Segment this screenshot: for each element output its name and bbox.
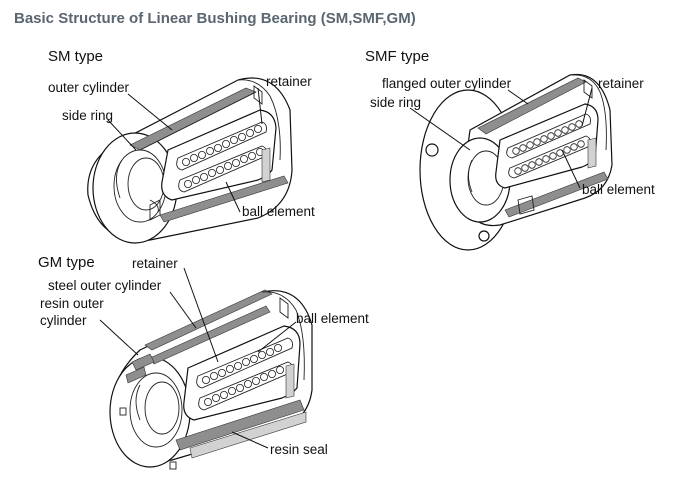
leader-gm-resin-outer-cylinder [99, 319, 139, 356]
leader-gm-steel-outer-cylinder [169, 291, 197, 329]
gm-label-resin-seal: resin seal [270, 442, 328, 457]
sm-type-label: SM type [48, 48, 104, 65]
leader-lines [99, 87, 593, 449]
sm-bearing-drawing [87, 77, 293, 244]
leader-sm-outer-cylinder [127, 93, 173, 131]
smf-label-ball-element: ball element [582, 182, 655, 197]
gm-label-resin-outer-line1: resin outer [40, 296, 104, 311]
gm-type-label: GM type [38, 254, 95, 271]
leader-smf-retainer [581, 87, 593, 127]
sm-label-retainer: retainer [266, 74, 312, 89]
smf-type-label: SMF type [365, 48, 430, 65]
leader-sm-retainer [257, 87, 263, 125]
gm-bearing-drawing [109, 289, 313, 470]
gm-label-steel-outer-cylinder: steel outer cylinder [48, 278, 162, 293]
sm-label-side-ring: side ring [62, 108, 114, 123]
leader-gm-ball-element [257, 321, 297, 353]
page-title: Basic Structure of Linear Bushing Bearin… [14, 10, 416, 27]
gm-label-retainer: retainer [132, 256, 178, 271]
leader-smf-ball-element [561, 149, 581, 189]
leader-smf-side-ring [409, 107, 471, 151]
leader-smf-flanged-outer-cylinder [507, 89, 529, 105]
smf-label-side-ring: side ring [370, 95, 422, 110]
gm-label-resin-outer-line2: cylinder [40, 313, 87, 328]
leader-sm-side-ring [107, 119, 137, 151]
leader-gm-resin-seal [231, 431, 269, 449]
sm-label-ball-element: ball element [242, 204, 315, 219]
leader-gm-retainer [183, 267, 219, 363]
smf-bearing-drawing [419, 73, 613, 251]
sm-label-outer-cylinder: outer cylinder [48, 80, 130, 95]
gm-label-ball-element: ball element [296, 311, 369, 326]
leader-sm-ball-element [225, 181, 241, 213]
smf-label-retainer: retainer [598, 76, 644, 91]
smf-label-flanged-outer-cylinder: flanged outer cylinder [382, 76, 512, 91]
